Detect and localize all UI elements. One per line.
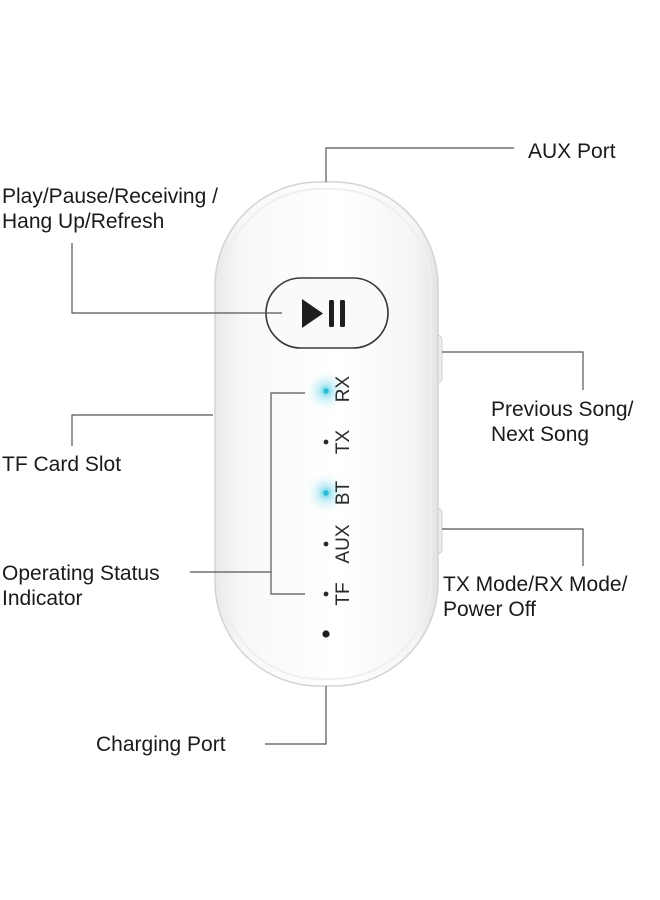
callout-charging-port-text: Charging Port: [96, 733, 226, 756]
callout-mode-line1: TX Mode/RX Mode/: [443, 573, 628, 596]
led-bt: [323, 490, 329, 496]
tf-card-slot-leader: [71, 414, 213, 446]
device-body: [214, 181, 439, 687]
callout-operating-status-line2: Indicator: [2, 587, 83, 610]
callout-aux-port: AUX Port: [528, 139, 616, 164]
indicator-label-tf: TF: [333, 582, 354, 605]
indicator-label-aux: AUX: [333, 524, 354, 563]
led-aux: [323, 541, 329, 547]
callout-mode: TX Mode/RX Mode/ Power Off: [443, 572, 627, 622]
charging-port-leader: [265, 686, 327, 745]
callout-prev-next: Previous Song/ Next Song: [491, 397, 633, 447]
aux-port-leader: [325, 147, 514, 182]
indicator-label-rx: RX: [333, 375, 354, 402]
callout-tf-card-slot: TF Card Slot: [2, 452, 121, 477]
callout-operating-status-line1: Operating Status: [2, 562, 160, 585]
callout-prev-next-line1: Previous Song/: [491, 398, 634, 421]
callout-tf-card-slot-text: TF Card Slot: [2, 453, 122, 476]
mode-leader: [442, 528, 584, 566]
led-tf: [323, 591, 329, 597]
callout-mode-line2: Power Off: [443, 598, 536, 621]
microphone-hole: [322, 630, 330, 638]
callout-prev-next-line2: Next Song: [491, 423, 590, 446]
callout-play-pause-line2: Hang Up/Refresh: [2, 210, 165, 233]
play-pause-icon: [302, 299, 345, 328]
callout-operating-status: Operating Status Indicator: [2, 561, 160, 611]
prev-next-leader: [442, 351, 584, 390]
device-body-rim: [221, 188, 432, 680]
play-pause-button[interactable]: [265, 277, 389, 349]
operating-status-bracket: [270, 392, 305, 595]
callout-play-pause: Play/Pause/Receiving / Hang Up/Refresh: [2, 184, 218, 234]
indicator-label-bt: BT: [333, 480, 354, 505]
callout-charging-port: Charging Port: [96, 732, 226, 757]
indicator-label-tx: TX: [333, 430, 354, 455]
led-tx: [323, 439, 329, 445]
callout-play-pause-line1: Play/Pause/Receiving /: [2, 185, 218, 208]
callout-aux-port-text: AUX Port: [528, 140, 616, 163]
play-pause-leader: [71, 243, 282, 314]
led-rx: [323, 388, 329, 394]
